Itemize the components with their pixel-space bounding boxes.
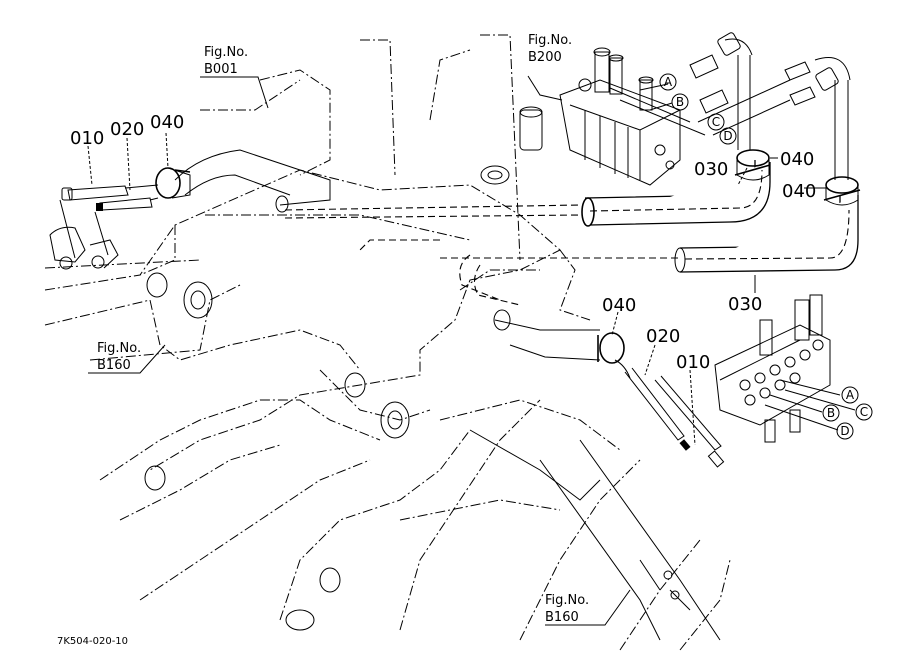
fig-ref-number[interactable]: B001 [204, 62, 238, 77]
fig-ref-b160-bottom[interactable]: Fig.No. B160 [545, 593, 589, 625]
port-marker-d-top[interactable]: D [719, 127, 737, 145]
main-frame-outline [44, 34, 731, 651]
port-marker-b-bottom[interactable]: B [822, 404, 840, 422]
boom-lower [469, 429, 721, 641]
fig-ref-number[interactable]: B160 [97, 358, 131, 373]
frame-pivots [144, 106, 543, 631]
fig-ref-label: Fig.No. [545, 593, 589, 608]
port-marker-a-top[interactable]: A [659, 73, 677, 91]
part-callout-030[interactable]: 030 [694, 159, 728, 180]
drawing-code: 7K504-020-10 [57, 636, 128, 647]
port-marker-a-bottom[interactable]: A [841, 386, 859, 404]
leader-lines [88, 75, 856, 626]
port-letter: A [846, 388, 855, 402]
fig-ref-number[interactable]: B160 [545, 610, 579, 625]
part-callout-020[interactable]: 020 [110, 119, 144, 140]
port-letter: C [860, 405, 868, 419]
fig-ref-b001[interactable]: Fig.No. B001 [204, 45, 248, 77]
port-marker-c-top[interactable]: C [707, 113, 725, 131]
fig-ref-b200[interactable]: Fig.No. B200 [528, 33, 572, 65]
port-letter: D [723, 129, 732, 143]
part-callout-040[interactable]: 040 [150, 112, 184, 133]
port-letter: B [827, 406, 835, 420]
fig-ref-number[interactable]: B200 [528, 50, 562, 65]
part-callout-010[interactable]: 010 [676, 352, 710, 373]
port-marker-c-bottom[interactable]: C [855, 403, 873, 421]
fig-ref-label: Fig.No. [97, 341, 141, 356]
control-valve-bottom [714, 294, 831, 443]
fig-ref-b160-left[interactable]: Fig.No. B160 [97, 341, 141, 373]
upper-fittings [689, 32, 861, 206]
port-letter: C [712, 115, 720, 129]
port-marker-b-top[interactable]: B [671, 93, 689, 111]
part-callout-030[interactable]: 030 [728, 294, 762, 315]
part-callout-040[interactable]: 040 [782, 181, 816, 202]
left-hose-assembly [44, 132, 331, 270]
control-valve-top [559, 47, 681, 186]
port-letter: D [840, 424, 849, 438]
hose-030-runs [284, 160, 859, 306]
middle-hose-assembly [493, 309, 725, 468]
fig-ref-label: Fig.No. [204, 45, 248, 60]
part-callout-040[interactable]: 040 [780, 149, 814, 170]
port-letter: A [664, 75, 673, 89]
port-letter: B [676, 95, 684, 109]
part-callout-010[interactable]: 010 [70, 128, 104, 149]
part-callout-020[interactable]: 020 [646, 326, 680, 347]
port-marker-d-bottom[interactable]: D [836, 422, 854, 440]
fig-ref-label: Fig.No. [528, 33, 572, 48]
part-callout-040[interactable]: 040 [602, 295, 636, 316]
